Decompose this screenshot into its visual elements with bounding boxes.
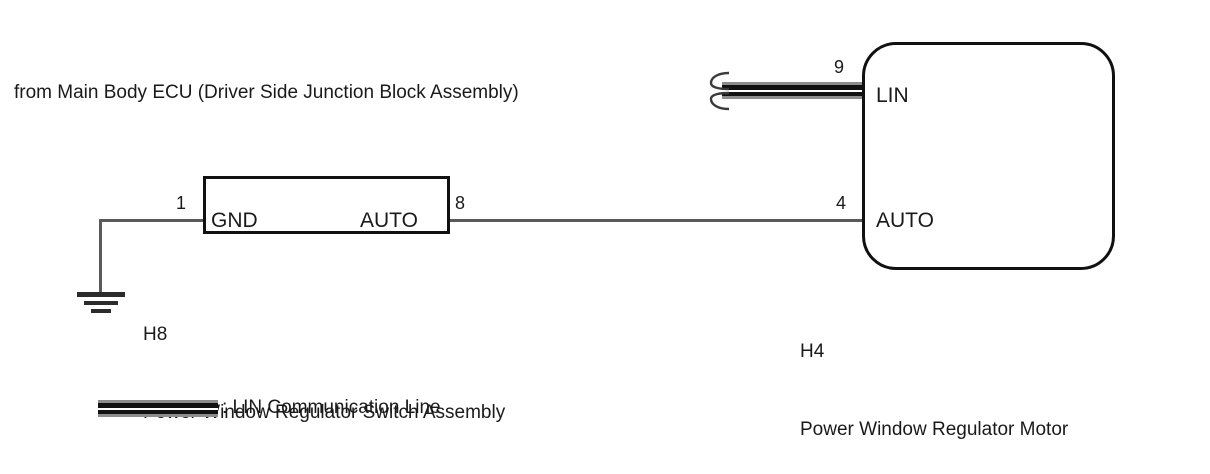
switch-connector-id: H8	[143, 324, 168, 345]
motor-connector-id: H4	[800, 341, 825, 362]
source-note-label: from Main Body ECU (Driver Side Junction…	[14, 82, 519, 103]
legend-stripe-1	[98, 400, 218, 403]
wire-break-squiggle-icon	[709, 71, 730, 111]
lin-stripe-5	[722, 96, 864, 99]
legend-stripe-2	[98, 403, 218, 408]
motor-assembly-caption: H4 Power Window Regulator Motor Assembly…	[800, 287, 1112, 474]
lin-stripe-4	[722, 92, 864, 96]
ground-icon-bar-bottom	[91, 309, 111, 313]
legend-stripe-5	[98, 414, 218, 417]
switch-pin-number-8: 8	[455, 193, 466, 213]
switch-terminal-label-gnd: GND	[211, 209, 258, 232]
motor-terminal-label-lin: LIN	[876, 84, 909, 107]
lin-stripe-2	[722, 85, 864, 90]
switch-pin-number-1: 1	[176, 193, 187, 213]
ground-icon-bar-middle	[84, 301, 118, 305]
switch-assembly-caption: H8 Power Window Regulator Switch Assembl…	[143, 270, 505, 474]
motor-terminal-label-auto: AUTO	[876, 209, 934, 232]
lin-stripe-3	[722, 90, 864, 92]
ground-icon-bar-top	[77, 292, 125, 297]
legend-label: : LIN Communication Line	[222, 397, 441, 418]
motor-pin-number-4: 4	[836, 193, 847, 213]
wire-pin1-to-ground-vertical	[99, 219, 102, 293]
power-window-switch-assembly-box	[203, 176, 450, 234]
lin-stripe-1	[722, 82, 864, 85]
switch-name-line-1: Power Window Regulator Switch Assembly	[143, 402, 506, 423]
wire-pin1-to-ground-horizontal	[99, 219, 205, 222]
legend-stripe-4	[98, 410, 218, 414]
motor-pin-number-9: 9	[834, 57, 845, 77]
legend-stripe-3	[98, 408, 218, 410]
lin-communication-wire	[722, 81, 864, 99]
switch-terminal-label-auto: AUTO	[360, 209, 418, 232]
power-window-motor-assembly-box	[862, 42, 1115, 270]
motor-name-line-1: Power Window Regulator Motor	[800, 419, 1069, 440]
wire-pin8-to-pin4-auto	[448, 219, 864, 222]
legend-lin-line-symbol	[98, 399, 218, 417]
